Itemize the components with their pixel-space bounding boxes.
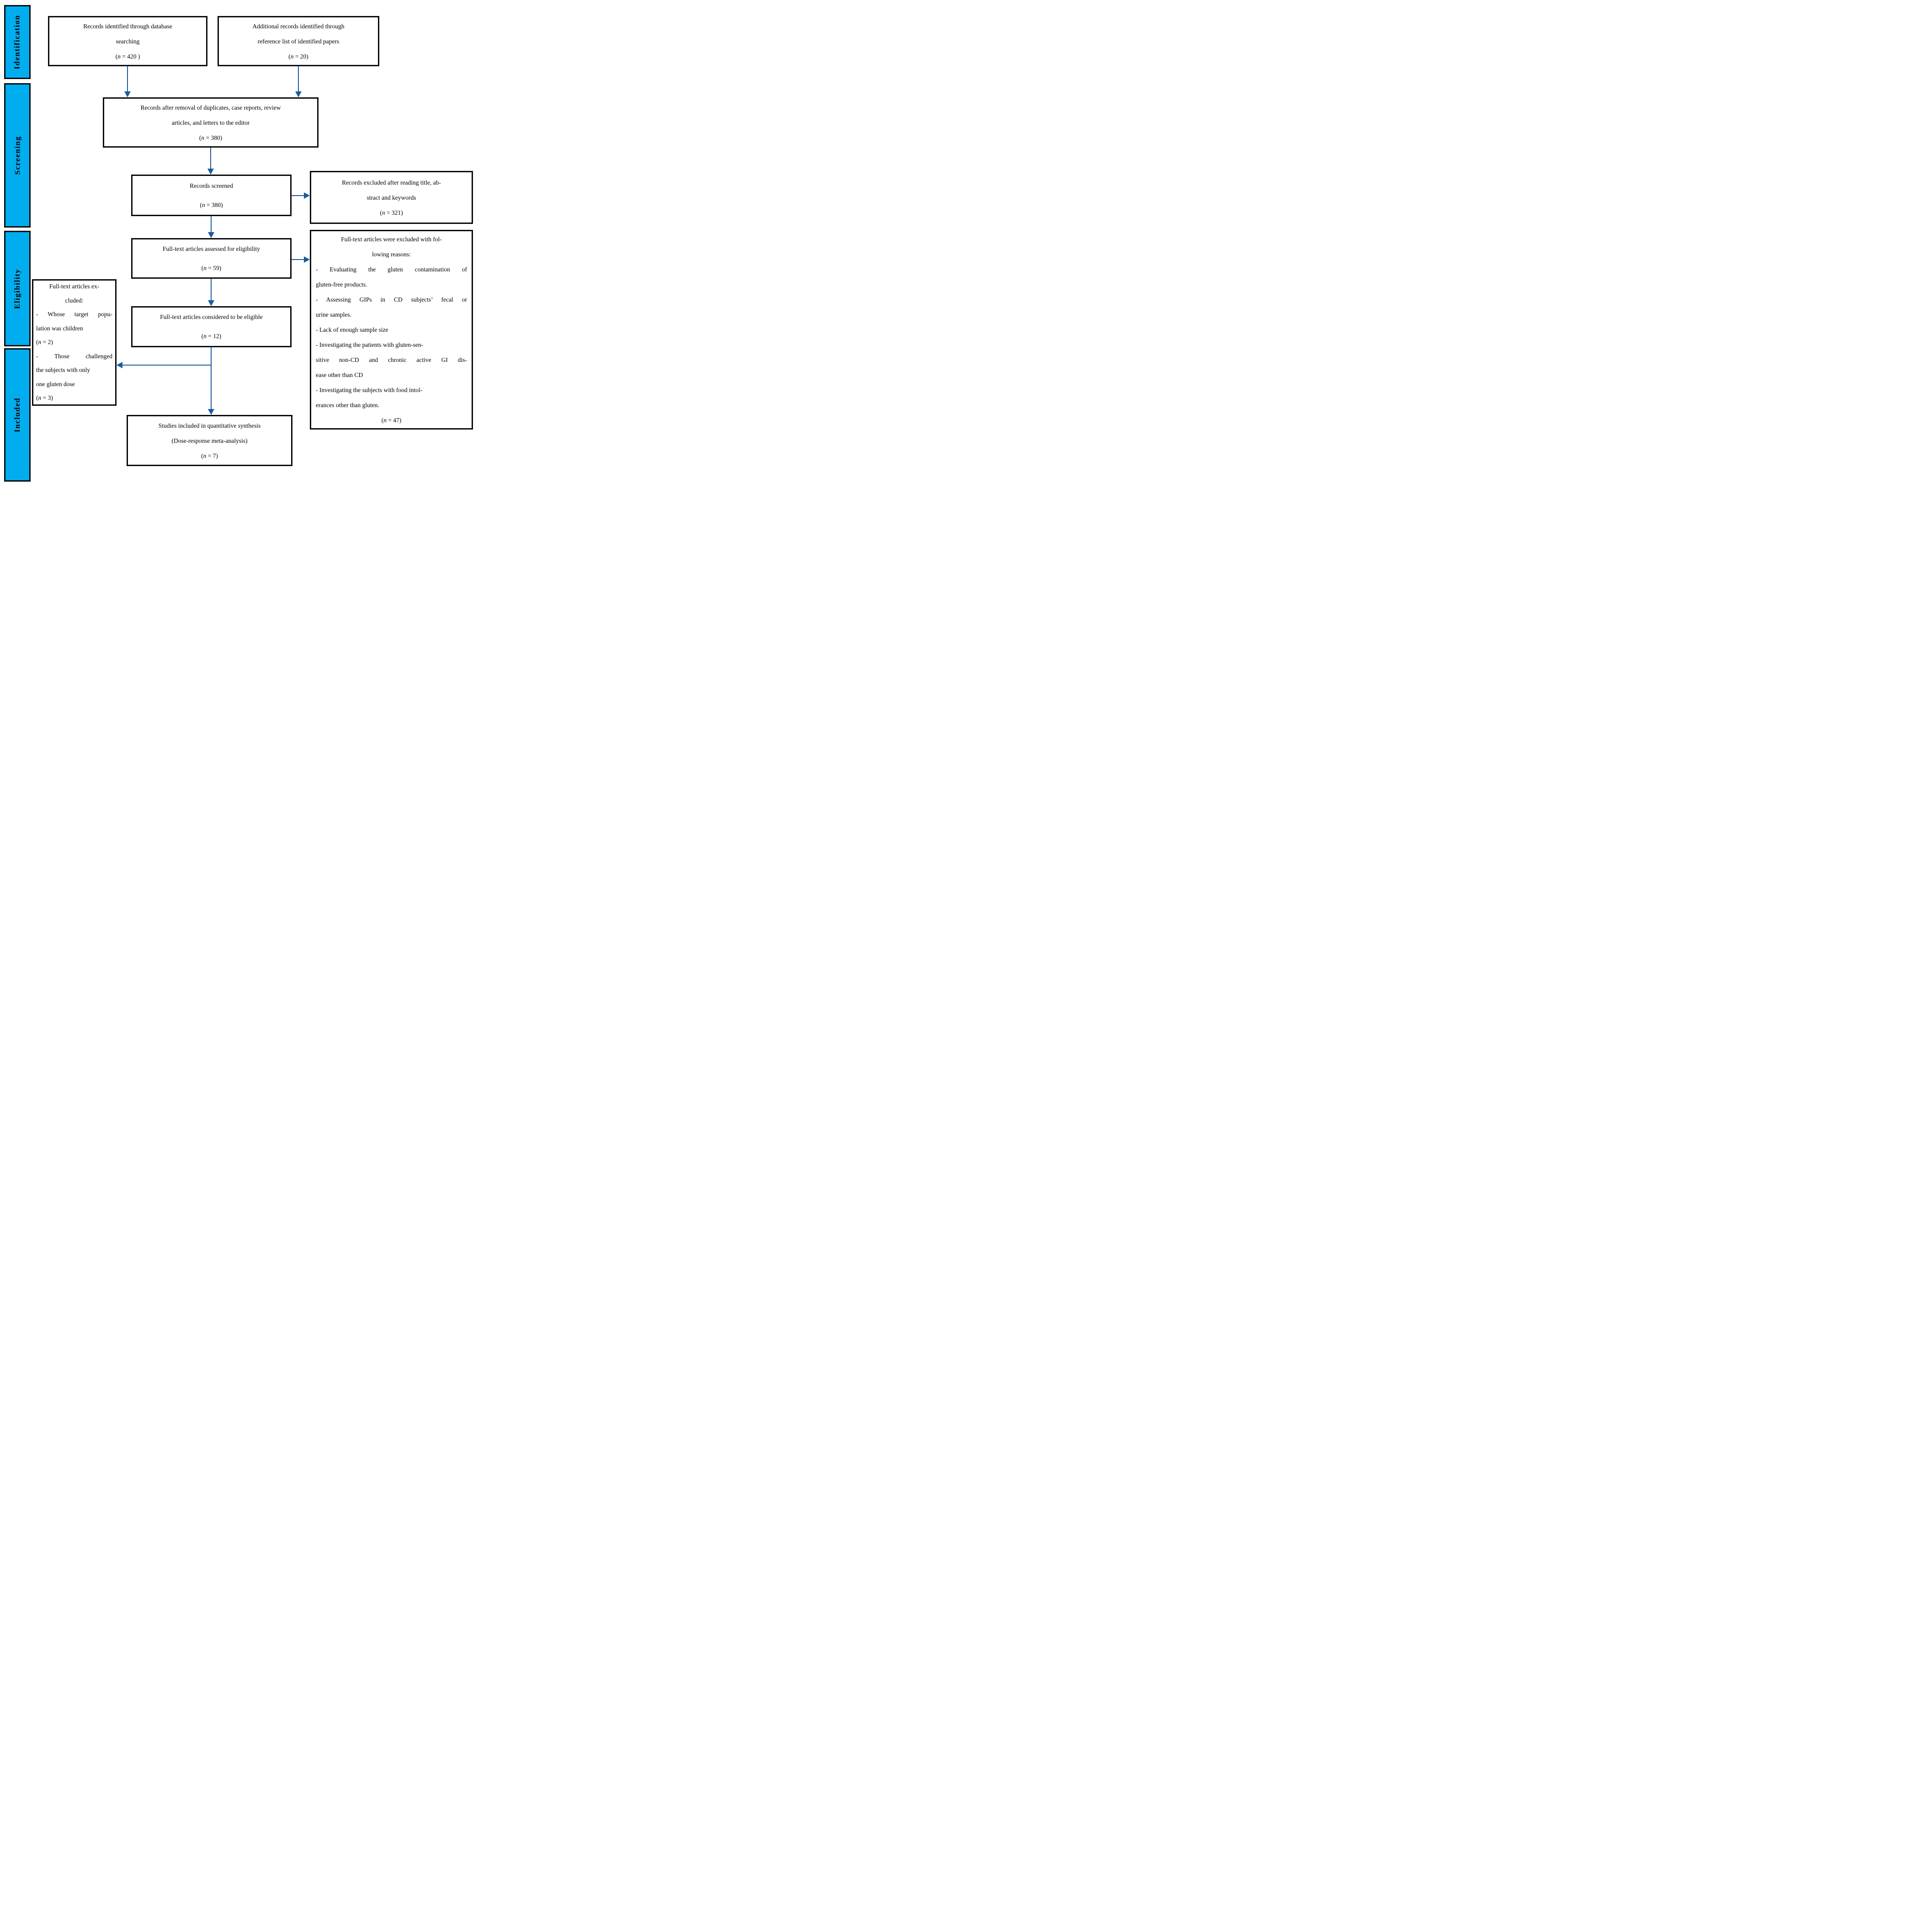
box-text-line: (Dose-response meta-analysis) (171, 437, 248, 444)
stage-identification-label: Identification (13, 15, 22, 69)
box-text-line: lowing reasons: (372, 251, 411, 258)
box-text-line: lation was children (36, 324, 83, 332)
prisma-flow-diagram: Identification Screening Eligibility Inc… (0, 0, 477, 483)
box-text-line: cluded: (65, 297, 84, 304)
box-text-line: (n = 380) (199, 134, 223, 141)
box-records-excluded: Records excluded after reading title, ab… (310, 171, 473, 224)
stage-identification: Identification (4, 5, 31, 79)
box-fulltext-assessed: Full-text articles assessed for eligibil… (131, 238, 292, 279)
box-text-line: - Whose target popu- (36, 311, 112, 318)
box-text-line: Additional records identified through (252, 22, 345, 30)
box-text-line: Full-text articles assessed for eligibil… (163, 245, 260, 252)
box-text-line: Studies included in quantitative synthes… (158, 422, 261, 429)
stage-screening: Screening (4, 83, 31, 228)
stage-included-label: Included (13, 397, 21, 433)
box-text-line: - Investigating the patients with gluten… (316, 341, 424, 348)
box-text-line: the subjects with only (36, 366, 90, 374)
box-text-line: (n = 20) (288, 53, 308, 60)
box-text-line: - Those challenged (36, 352, 112, 360)
box-records-screened: Records screened (n = 380) (131, 175, 292, 216)
box-text-line: (n = 321) (380, 209, 403, 216)
box-text-line: Full-text articles ex- (49, 283, 100, 290)
box-text-line: ease other than CD (316, 372, 363, 378)
stage-eligibility: Eligibility (4, 231, 31, 346)
box-text-line: one gluten dose (36, 380, 75, 387)
box-text-line: (n = 380) (200, 201, 223, 208)
box-text-line: - Investigating the subjects with food i… (316, 387, 423, 393)
box-text-line: Full-text articles were excluded with fo… (341, 236, 442, 243)
box-text-line: sitive non-CD and chronic active GI dis- (316, 356, 467, 363)
box-after-removal: Records after removal of duplicates, cas… (103, 97, 319, 148)
box-text-line: (n = 420 ) (115, 53, 140, 60)
box-fulltext-excluded-reasons: Full-text articles were excluded with fo… (310, 230, 473, 430)
box-text-line: Records identified through database (83, 22, 172, 30)
box-included-synthesis: Studies included in quantitative synthes… (127, 415, 292, 466)
box-text-line: - Assessing GIPs in CD subjects’ fecal o… (316, 296, 467, 303)
box-text-line: (n = 12) (201, 333, 222, 340)
box-text-line: (n = 3) (36, 394, 53, 402)
stage-eligibility-label: Eligibility (13, 268, 22, 309)
box-records-identified: Records identified through database searc… (48, 16, 207, 66)
box-text-line: Full-text articles considered to be elig… (160, 313, 263, 320)
box-fulltext-excluded-left: Full-text articles ex-cluded: - Whose tar… (32, 279, 117, 406)
box-text-line: (n = 2) (36, 339, 53, 346)
box-text-line: - Evaluating the gluten contamination of (316, 266, 467, 273)
box-text-line: articles, and letters to the editor (171, 119, 250, 126)
box-text-line: gluten-free products. (316, 281, 367, 288)
box-text-line: Records after removal of duplicates, cas… (140, 104, 281, 111)
box-text-line: urine samples. (316, 311, 351, 318)
box-text-line: (n = 47) (381, 417, 402, 424)
box-text-line: (n = 59) (201, 264, 222, 271)
box-text-line: - Lack of enough sample size (316, 326, 388, 333)
box-text-line: reference list of identified papers (257, 37, 340, 45)
box-text-line: stract and keywords (367, 194, 416, 201)
box-text-line: searching (116, 37, 140, 45)
box-additional-records: Additional records identified through ref… (218, 16, 379, 66)
box-text-line: erances other than gluten. (316, 402, 379, 409)
box-text-line: (n = 7) (201, 452, 218, 459)
stage-included: Included (4, 348, 31, 482)
box-fulltext-eligible: Full-text articles considered to be elig… (131, 306, 292, 347)
box-text-line: Records excluded after reading title, ab… (342, 179, 441, 186)
stage-screening-label: Screening (13, 136, 21, 175)
box-text-line: Records screened (190, 182, 233, 189)
